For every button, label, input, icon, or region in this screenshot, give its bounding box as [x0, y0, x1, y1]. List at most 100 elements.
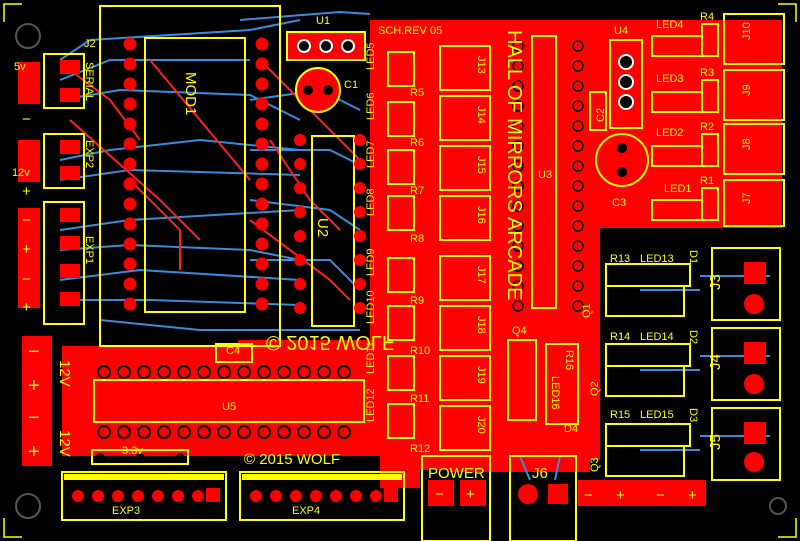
label-d4: D4 [564, 423, 578, 435]
label-d2: D2 [687, 330, 699, 344]
jumper-33v [91, 449, 189, 465]
label-serial: SERIAL [83, 62, 95, 101]
plus-sign-icon: + [22, 241, 31, 258]
label-led3: LED3 [656, 73, 684, 85]
mirrored-copyright: © 2015 WOLF [266, 331, 394, 353]
minus-sign-icon: − [28, 407, 40, 429]
label-exp2: EXP2 [83, 140, 95, 168]
label-led11: LED11 [365, 341, 377, 374]
label-r4: R4 [700, 11, 714, 23]
c2-footprint [589, 91, 607, 131]
label-u2: U2 [314, 218, 331, 237]
minus-sign-icon: − [584, 487, 593, 504]
label-exp1: EXP1 [83, 236, 95, 264]
label-led10: LED10 [365, 290, 377, 324]
label-r1: R1 [700, 175, 714, 187]
c1-footprint [295, 67, 341, 113]
label-led8: LED8 [365, 188, 377, 216]
label-led9: LED9 [365, 248, 377, 276]
label-r10: R10 [410, 345, 430, 357]
label-led15: LED15 [640, 409, 674, 421]
u2-footprint [294, 134, 366, 327]
label-led7: LED7 [365, 140, 377, 168]
label-led6: LED6 [365, 92, 377, 120]
label-j20: J20 [475, 416, 487, 434]
exp3-header [61, 471, 227, 521]
label-r13: R13 [610, 253, 630, 265]
left-connectors: − + − + − + [18, 53, 85, 325]
label-r8: R8 [410, 233, 424, 245]
label-j9: J9 [741, 84, 753, 96]
label-led16: LED16 [549, 376, 561, 410]
c4-footprint [215, 343, 253, 363]
mod1-pins [123, 37, 269, 311]
label-r3: R3 [700, 67, 714, 79]
label-j10: J10 [741, 22, 753, 40]
label-j4: J4 [707, 354, 724, 370]
plus-sign-icon: + [22, 299, 31, 316]
label-c1: C1 [344, 79, 358, 91]
label-schematic-rev: SCH.REV 05 [378, 25, 442, 37]
label-led5: LED5 [365, 42, 377, 70]
power-connector: − + [421, 455, 491, 541]
mounting-hole [15, 23, 41, 49]
label-led13: LED13 [640, 253, 674, 265]
power-terminals-left: − + − + [22, 336, 52, 466]
q4-section [507, 339, 579, 425]
u5-footprint [93, 365, 365, 439]
label-j19: J19 [475, 366, 487, 384]
board-title: HALL OF MIRRORS ARCADE [503, 30, 525, 300]
label-j14: J14 [475, 106, 487, 124]
label-r2: R2 [700, 121, 714, 133]
u1-footprint [286, 31, 366, 61]
driver-section [605, 247, 781, 481]
plus-sign-icon: + [22, 183, 31, 200]
label-j7: J7 [741, 192, 753, 204]
minus-sign-icon: − [435, 486, 444, 503]
u3-footprint [512, 35, 584, 312]
label-j17: J17 [475, 266, 487, 284]
mod1-footprint [99, 5, 281, 347]
label-j16: J16 [475, 206, 487, 224]
minus-sign-icon: − [22, 212, 31, 229]
label-q4: Q4 [512, 325, 527, 337]
plus-sign-icon: + [28, 441, 40, 463]
label-r15: R15 [610, 409, 630, 421]
label-j8: J8 [741, 138, 753, 150]
label-r11: R11 [410, 393, 429, 405]
label-q2: Q2 [589, 381, 601, 396]
label-j5: J5 [707, 434, 724, 450]
label-d3: D3 [687, 408, 699, 422]
plus-sign-icon: + [688, 487, 697, 504]
label-q1: Q1 [581, 303, 593, 318]
label-exp3: EXP3 [112, 505, 140, 517]
label-j6: J6 [532, 465, 548, 482]
label-u4: U4 [614, 25, 628, 37]
label-r7: R7 [410, 185, 424, 197]
copyright-text: © 2015 WOLF [244, 451, 340, 468]
minus-sign-icon: − [28, 341, 40, 363]
label-r5: R5 [410, 87, 424, 99]
label-r12: R12 [410, 443, 430, 455]
label-r9: R9 [410, 295, 424, 307]
label-led14: LED14 [640, 331, 674, 343]
label-q3: Q3 [589, 457, 601, 472]
minus-sign-icon: − [656, 487, 665, 504]
exp4-header [239, 471, 405, 521]
label-c2: C2 [595, 108, 607, 122]
plus-sign-icon: + [466, 486, 475, 503]
bottom-right-terminals: − + − + [578, 480, 787, 515]
u4-footprint [609, 39, 643, 129]
label-u3: U3 [538, 169, 552, 181]
board-outline [3, 3, 797, 538]
label-u1: U1 [316, 15, 330, 27]
plus-sign-icon: + [616, 487, 625, 504]
right-led-rows [651, 23, 719, 221]
label-led2: LED2 [656, 127, 684, 139]
right-top-connectors [723, 13, 785, 227]
label-j13: J13 [475, 56, 487, 74]
label-12v-b: 12V [56, 430, 73, 457]
label-led1: LED1 [664, 183, 692, 195]
label-j2: J2 [84, 38, 96, 50]
minus-sign-icon: − [22, 111, 31, 128]
